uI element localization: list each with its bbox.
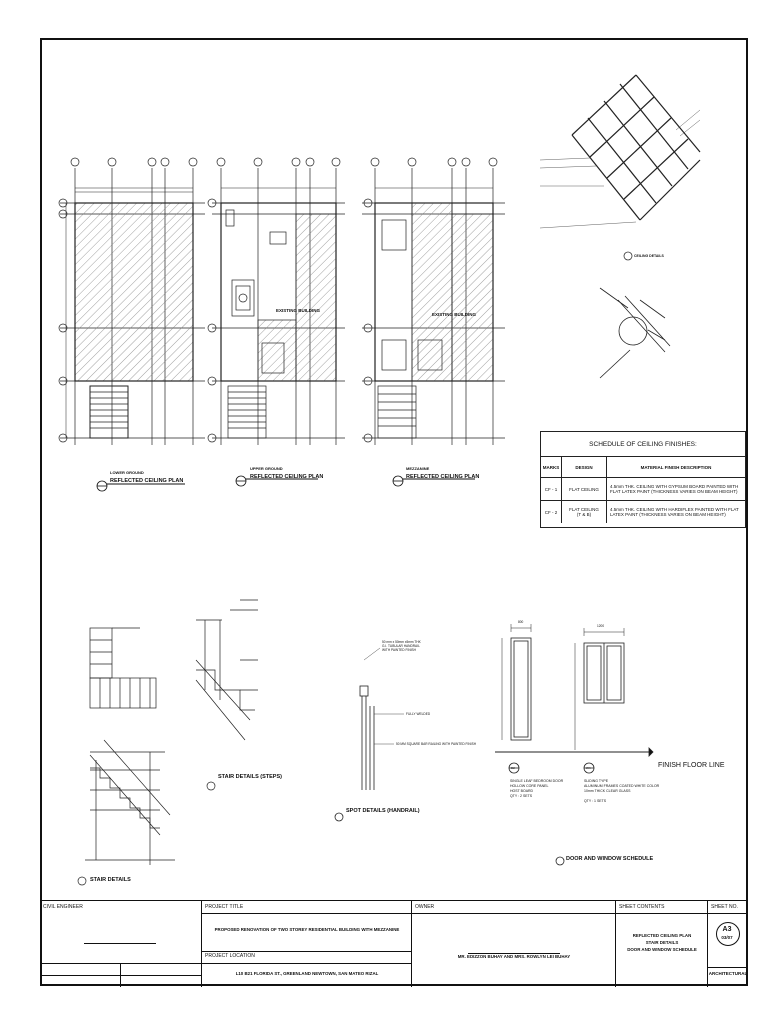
- spot-handrail-drawing: [334, 647, 404, 822]
- owner-cell: OWNER MR. EDIZZON BUHAY AND MRS. ROWLYN …: [412, 901, 616, 987]
- ceiling-finish-schedule: SCHEDULE OF CEILING FINISHES: MARKS DESI…: [540, 431, 746, 528]
- project-cell: PROJECT TITLE PROPOSED RENOVATION OF TWO…: [202, 901, 412, 987]
- sheet-no-label: SHEET NO.: [711, 904, 738, 910]
- door-window-drawing: [495, 624, 654, 866]
- door-width: 800: [518, 620, 524, 624]
- sheet-content-2: STAIR DETAILS: [645, 940, 679, 945]
- schedule-mark: CF - 2: [541, 501, 562, 523]
- ceiling-isometric: [571, 74, 701, 221]
- upper-ground-plan: [207, 157, 345, 445]
- spot-handrail-title: SPOT DETAILS (HANDRAIL): [346, 808, 420, 814]
- existing-building-label-2: EXISTING BUILDING: [432, 312, 477, 317]
- mezzanine-plan: [362, 157, 505, 445]
- mezzanine-title: REFLECTED CEILING PLAN: [406, 474, 480, 480]
- drawing-sheet: [40, 38, 748, 986]
- schedule-mark: CF - 1: [541, 478, 562, 500]
- window-mark: W4: [586, 766, 591, 770]
- upper-ground-title: REFLECTED CEILING PLAN: [250, 474, 324, 480]
- discipline-label: ARCHITECTURAL: [708, 971, 748, 976]
- sheet-count: 03/07: [721, 935, 733, 940]
- schedule-header-design: DESIGN: [562, 457, 607, 477]
- stair-details-drawing: [77, 627, 175, 886]
- window-width: 1200: [597, 624, 605, 628]
- finish-floor-line-label: FINISH FLOOR LINE: [658, 762, 725, 769]
- handrail-note: 50 mm x 50mm x5mm THK G.I. TUBULAR HANDR…: [382, 640, 421, 652]
- ceiling-section-detail: [599, 287, 671, 379]
- project-title: PROPOSED RENOVATION OF TWO STOREY RESIDE…: [214, 927, 400, 932]
- upper-ground-label: UPPER GROUND: [250, 466, 283, 471]
- schedule-design: FLAT CEILING: [562, 478, 607, 500]
- schedule-design: FLAT CEILING (T & B): [562, 501, 607, 523]
- stair-steps-title: STAIR DETAILS (STEPS): [218, 774, 282, 780]
- owner-label: OWNER: [415, 904, 435, 910]
- window-description: SLIDING TYPE ALUMINUM FRAMES COATED WHIT…: [584, 779, 660, 803]
- sheet-content-3: DOOR AND WINDOW SCHEDULE: [627, 947, 697, 952]
- sheet-number-cell: SHEET NO. A3 03/07 ARCHITECTURAL: [708, 901, 748, 987]
- project-location: L10 B21 FLORIDA ST., GREENLAND NEWTOWN, …: [235, 971, 379, 976]
- civil-engineer-cell: CIVIL ENGINEER: [40, 901, 202, 987]
- plan-title-markers: [96, 475, 475, 492]
- door-description: SINGLE LEAF BEDROOM DOOR HOLLOW CORE PAN…: [510, 779, 564, 798]
- title-block: CIVIL ENGINEER PROJECT TITLE PROPOSED RE…: [40, 900, 748, 987]
- stair-details-title: STAIR DETAILS: [90, 877, 131, 883]
- schedule-header-description: MATERIAL FINISH DESCRIPTION: [640, 464, 712, 470]
- lower-ground-label: LOWER GROUND: [110, 470, 144, 475]
- schedule-title: SCHEDULE OF CEILING FINISHES:: [541, 432, 745, 457]
- existing-building-label: EXISTING BUILDING: [276, 308, 321, 313]
- schedule-header-row: MARKS DESIGN MATERIAL FINISH DESCRIPTION: [541, 457, 745, 478]
- mezzanine-label: MEZZANINE: [406, 466, 430, 471]
- table-row: CF - 1 FLAT CEILING 4.5mm THK. CEILING W…: [541, 478, 745, 501]
- stair-steps-drawing: [195, 599, 258, 791]
- door-mark: D2: [511, 766, 515, 770]
- sheet-number-circle: [716, 922, 740, 946]
- civil-engineer-label: CIVIL ENGINEER: [43, 904, 83, 910]
- schedule-description: 4.5mm THK. CEILING WITH GYPSUM BOARD PAI…: [610, 484, 739, 494]
- sheet-number: A3: [722, 926, 732, 933]
- owner-name: MR. EDIZZON BUHAY AND MRS. ROWLYN LEI BU…: [457, 954, 571, 959]
- railing-note: 50 MM SQUARE BAR RAILING WITH PAINTED FI…: [396, 742, 476, 746]
- signature-line: [84, 943, 156, 944]
- schedule-description: 4.5mm THK. CEILING WITH HARDIFLEX PAINTE…: [610, 507, 739, 517]
- project-title-label: PROJECT TITLE: [205, 904, 244, 910]
- welded-note: FULLY WELDED: [406, 712, 431, 716]
- ceiling-details-title: CEILING DETAILS: [634, 254, 664, 258]
- sheet-contents-cell: SHEET CONTENTS REFLECTED CEILING PLAN ST…: [616, 901, 708, 987]
- sheet-contents-label: SHEET CONTENTS: [619, 904, 665, 910]
- schedule-header-marks: MARKS: [541, 457, 562, 477]
- door-window-title: DOOR AND WINDOW SCHEDULE: [566, 856, 654, 862]
- project-location-label: PROJECT LOCATION: [205, 953, 255, 959]
- lower-ground-plan: [58, 157, 205, 445]
- lower-ground-title: REFLECTED CEILING PLAN: [110, 478, 184, 484]
- sheet-content-1: REFLECTED CEILING PLAN: [632, 933, 692, 938]
- table-row: CF - 2 FLAT CEILING (T & B) 4.5mm THK. C…: [541, 501, 745, 523]
